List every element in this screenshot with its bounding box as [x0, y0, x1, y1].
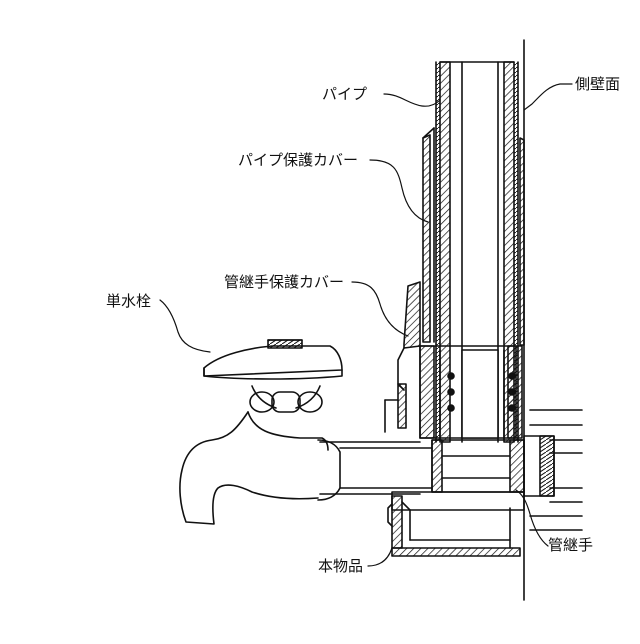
leader-joint-cover	[352, 282, 408, 336]
label-product: 本物品	[318, 557, 363, 575]
label-side-wall: 側壁面	[575, 75, 620, 93]
pipe-joint	[420, 346, 554, 496]
joint-protection-cover	[385, 282, 420, 432]
wall-piping-lines	[530, 410, 582, 530]
leader-pipe-cover	[370, 160, 428, 222]
label-joint: 管継手	[548, 536, 593, 554]
label-joint-cover: 管継手保護カバー	[224, 273, 344, 291]
leader-side-wall	[524, 84, 572, 110]
leader-faucet	[160, 300, 210, 352]
label-pipe: パイプ	[322, 85, 367, 103]
label-pipe-cover: パイプ保護カバー	[238, 151, 358, 169]
leader-joint	[516, 490, 548, 546]
leader-product	[368, 548, 392, 566]
leader-pipe	[384, 94, 440, 106]
base-product	[388, 492, 524, 556]
label-faucet: 単水栓	[106, 292, 151, 310]
